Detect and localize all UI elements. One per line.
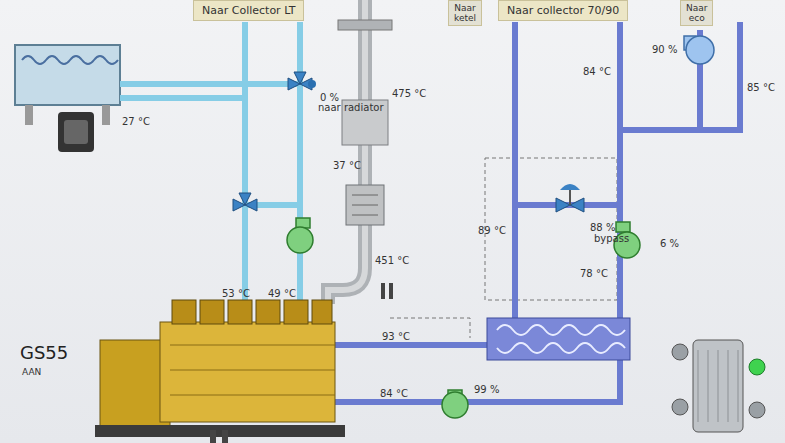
measurement-value: 85 °C <box>747 82 775 93</box>
destination-box: Naar Collector LT <box>193 0 304 21</box>
box-text: Naar ketel <box>454 3 476 23</box>
measurement-value: 78 °C <box>580 268 608 279</box>
measurement-value: 37 °C <box>333 160 361 171</box>
box-text: Naar eco <box>686 3 707 23</box>
measurement-value: 49 °C <box>268 288 296 299</box>
destination-box: Naar ketel <box>448 0 482 26</box>
measurement-value: 90 % <box>652 44 677 55</box>
measurement-value: 89 °C <box>478 225 506 236</box>
measurement-value: 451 °C <box>375 255 409 266</box>
box-text: Naar collector 70/90 <box>507 4 619 17</box>
measurement-value: 84 °C <box>380 388 408 399</box>
measurement-value: bypass <box>594 233 629 244</box>
measurement-value: 6 % <box>660 238 679 249</box>
measurement-value: 0 % <box>320 92 339 103</box>
destination-box: Naar collector 70/90 <box>498 0 628 21</box>
measurement-value: 475 °C <box>392 88 426 99</box>
status-text: AAN <box>22 368 41 378</box>
measurement-value: 88 % <box>590 222 615 233</box>
measurement-value: 99 % <box>474 384 499 395</box>
unit-name: GS55 <box>20 343 68 363</box>
measurement-value: 27 °C <box>122 116 150 127</box>
measurement-value: 53 °C <box>222 288 250 299</box>
measurement-value: naar radiator <box>318 102 384 113</box>
destination-box: Naar eco <box>680 0 713 26</box>
measurement-value: 84 °C <box>583 66 611 77</box>
box-text: Naar Collector LT <box>202 4 295 17</box>
measurement-value: 93 °C <box>382 331 410 342</box>
